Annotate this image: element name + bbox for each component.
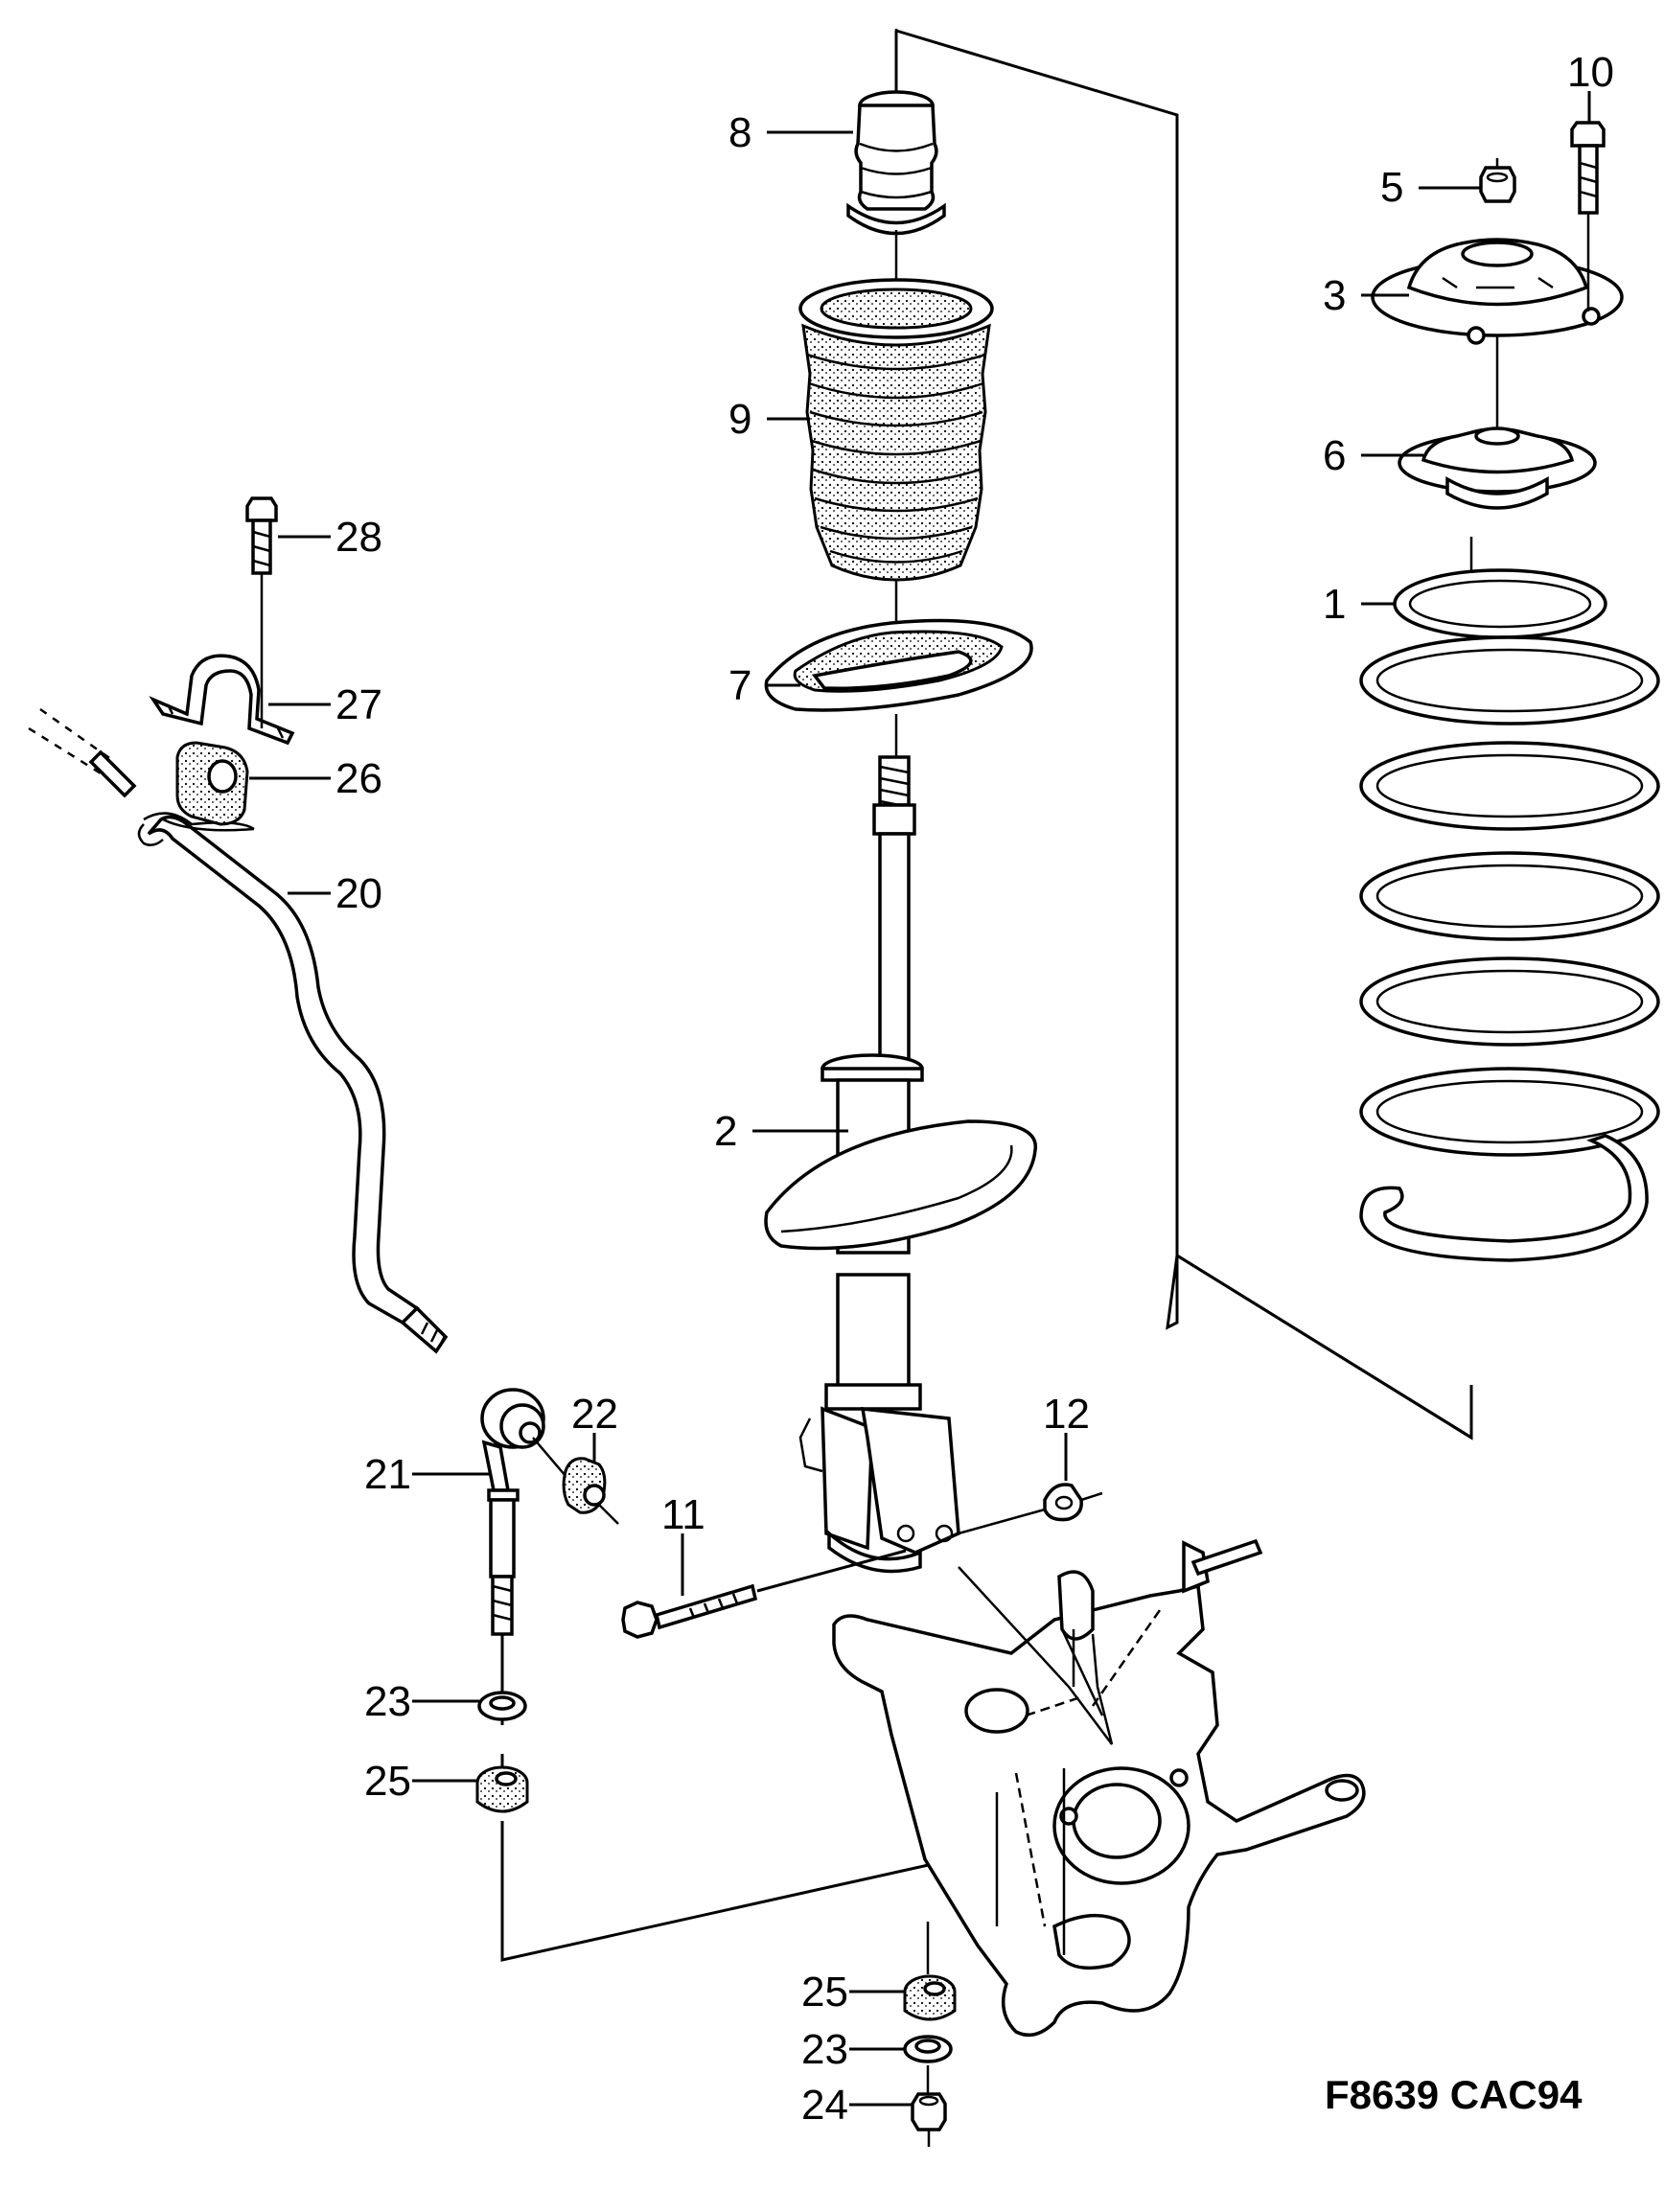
drawing-code: F8639 CAC94 (1325, 2072, 1583, 2117)
link-nut-upper-part (532, 1437, 619, 1525)
dust-boot-part (798, 278, 994, 633)
strut-part (764, 755, 1037, 1574)
bump-stop-part (846, 29, 946, 288)
callout-leaders (249, 91, 1591, 2107)
callout-7: 7 (728, 662, 751, 709)
spring-group-bracket (1175, 115, 1473, 1440)
callout-22: 22 (571, 1391, 618, 1438)
callout-23-lower: 23 (801, 2026, 848, 2073)
stabilizer-clamp-part (149, 654, 295, 746)
callout-23-left: 23 (364, 1678, 411, 1725)
clamp-bolt-part (245, 496, 278, 728)
callout-labels: 8 9 7 2 10 5 3 6 1 28 27 26 20 22 21 11 … (335, 49, 1614, 2129)
steering-knuckle (832, 1538, 1366, 2038)
link-washer-lower-part (903, 2035, 953, 2094)
callout-27: 27 (335, 681, 382, 728)
callout-12: 12 (1043, 1391, 1090, 1438)
callout-25-lower: 25 (801, 1969, 848, 2016)
callout-9: 9 (728, 396, 751, 443)
link-bushing-lower-part (903, 1922, 957, 2021)
coil-spring-part (1359, 537, 1660, 1262)
callout-5: 5 (1380, 164, 1403, 211)
callout-25-left: 25 (364, 1758, 411, 1805)
link-washer-left-part (477, 1691, 527, 1721)
strut-mount-part (1371, 158, 1624, 431)
callout-24: 24 (801, 2082, 848, 2129)
top-nut-part (1479, 166, 1516, 203)
spring-insulator-part (764, 618, 1033, 757)
pinch-nut-part (958, 1483, 1103, 1535)
callout-10: 10 (1567, 49, 1614, 96)
callout-6: 6 (1323, 432, 1346, 479)
callout-8: 8 (728, 109, 751, 156)
stabilizer-bar-part (28, 707, 449, 1354)
stabilizer-link-part (480, 1388, 1042, 1962)
callout-26: 26 (335, 755, 382, 802)
stabilizer-bushing-part (162, 741, 255, 832)
callout-1: 1 (1323, 581, 1346, 628)
callout-28: 28 (335, 514, 382, 561)
callout-20: 20 (335, 870, 382, 917)
mount-bolt-part (1570, 121, 1606, 311)
link-nut-lower-part (911, 2092, 947, 2147)
pinch-bolt-part (621, 1549, 907, 1639)
callout-3: 3 (1323, 272, 1346, 319)
callout-2: 2 (714, 1108, 737, 1155)
upper-spring-seat-part (1398, 426, 1597, 510)
link-bushing-left-part (475, 1765, 529, 1813)
callout-11: 11 (661, 1491, 705, 1538)
callout-21: 21 (364, 1451, 411, 1498)
